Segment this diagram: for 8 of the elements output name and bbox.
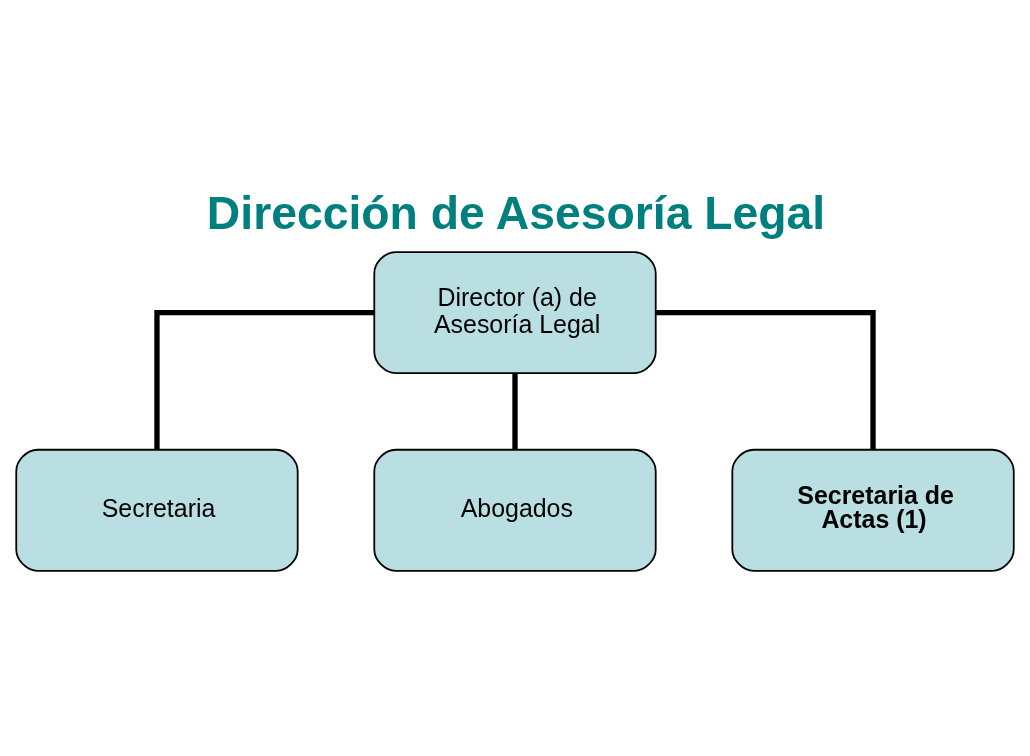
node-box: Secretaria — [15, 448, 299, 572]
diagram-title: Dirección de Asesoría Legal — [206, 186, 826, 239]
node-box: Secretaria de Actas (1) — [731, 448, 1015, 572]
node-box: Abogados — [373, 448, 657, 572]
node-box: Director (a) de Asesoría Legal — [373, 250, 657, 374]
connector — [154, 309, 374, 449]
connector — [512, 373, 518, 449]
connector — [656, 309, 876, 449]
